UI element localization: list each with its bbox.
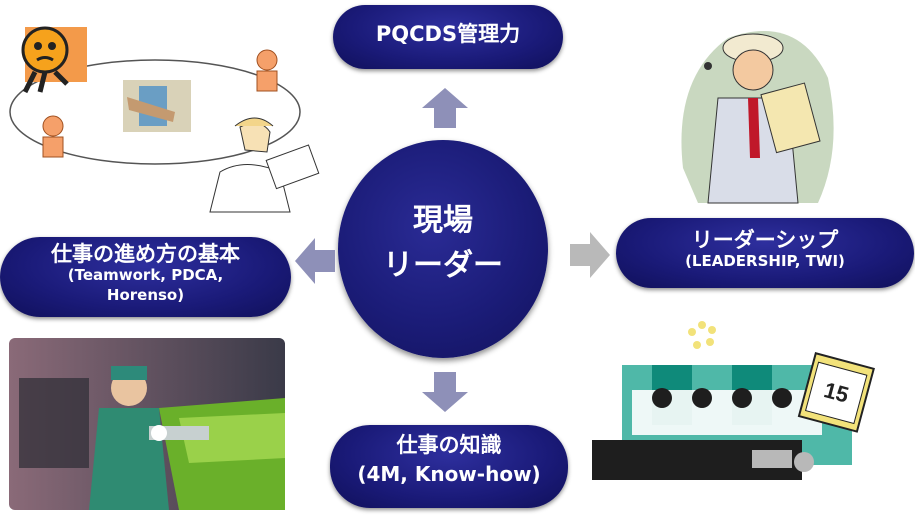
teamwork-clipart [9, 26, 320, 213]
work-basics-title: 仕事の進め方の基本 [51, 242, 240, 266]
center-line1: 現場 [413, 203, 473, 238]
pqcds-box: PQCDS管理力 [333, 5, 563, 69]
calendar-icon: 15 [797, 352, 875, 433]
engineer-icon [209, 117, 320, 213]
pqcds-label: PQCDS管理力 [375, 22, 521, 46]
worried-person-icon [21, 26, 87, 94]
leadership-box: リーダーシップ (LEADERSHIP, TWI) [616, 218, 914, 288]
arrow-right-icon [570, 232, 610, 278]
person-icon [256, 49, 278, 92]
job-knowledge-box: 仕事の知識 (4M, Know-how) [330, 425, 568, 508]
job-knowledge-sub: (4M, Know-how) [357, 462, 541, 487]
handshake-icon [123, 80, 191, 132]
work-basics-box: 仕事の進め方の基本 (Teamwork, PDCA, Horenso) [0, 237, 291, 317]
leadership-title: リーダーシップ [691, 228, 839, 252]
arrow-down-icon [422, 372, 468, 412]
arrow-left-icon [295, 238, 335, 284]
work-basics-sub2: Horenso) [106, 285, 185, 304]
job-knowledge-title: 仕事の知識 [396, 433, 502, 457]
manager-clipart [681, 31, 834, 204]
factory-worker-photo [9, 338, 285, 510]
leadership-sub: (LEADERSHIP, TWI) [685, 252, 845, 271]
work-basics-sub1: (Teamwork, PDCA, [67, 266, 224, 285]
factory-calendar-clipart: 15 [592, 321, 875, 480]
arrow-up-icon [422, 88, 468, 128]
center-circle: 現場 リーダー [338, 140, 548, 358]
center-line2: リーダー [383, 248, 503, 283]
person-icon [42, 115, 64, 158]
